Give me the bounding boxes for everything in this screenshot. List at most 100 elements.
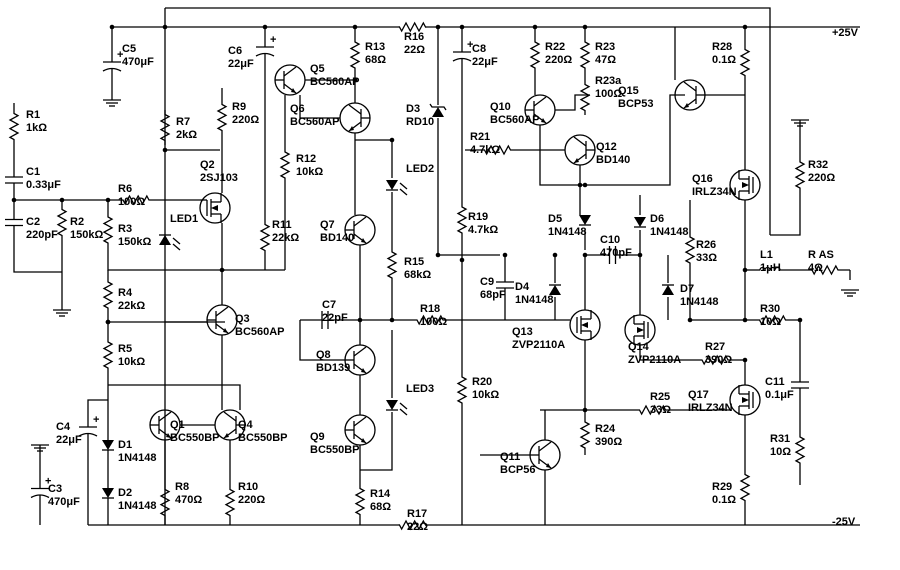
r2-resistor [56,200,68,245]
svg-text:+: + [467,39,473,51]
c11-capacitor [791,370,809,400]
r21-resistor [465,144,530,156]
r19-resistor [456,200,468,240]
r1-resistor [8,103,20,150]
q14-mosfet [624,314,656,346]
led2-label: LED2 [406,163,434,175]
c7-capacitor [300,311,350,329]
d7-diode [662,284,674,295]
svg-text:+: + [45,476,51,488]
led1-label: LED1 [170,213,198,225]
r8-resistor [159,480,171,525]
q8-transistor [344,344,376,376]
q2-mosfet [199,192,231,224]
c10-capacitor [585,246,640,264]
r24-resistor [579,420,591,450]
r9-resistor [216,95,228,140]
q7-transistor [344,214,376,246]
l1-inductor [759,266,781,271]
q6-transistor [339,102,371,134]
q10-transistor [524,94,556,126]
r6-resistor [112,194,160,206]
r20-resistor [456,370,468,410]
c1-capacitor [5,165,23,195]
r11-resistor [259,210,271,265]
led3-label: LED3 [406,383,434,395]
c2-capacitor [5,200,23,245]
r12-resistor [279,140,291,190]
r23a-resistor [579,80,591,115]
d3-zener [429,103,447,117]
led3-led [386,400,408,416]
q13-mosfet [569,309,601,341]
r17-resistor [398,519,427,531]
r7-resistor [159,110,171,145]
r22-resistor [529,35,541,75]
q9-transistor [344,414,376,446]
r25-resistor [615,404,690,416]
r28-resistor [739,40,751,85]
c4-capacitor: + [78,414,99,440]
r14-resistor [354,478,366,525]
r3-resistor [102,200,114,260]
r10-resistor [224,480,236,525]
d4-diode [549,284,561,295]
q11-transistor [529,439,561,471]
q16-mosfet [729,169,761,201]
q12-transistor [564,134,596,166]
led1-led [159,234,181,251]
r30-resistor [745,314,800,326]
q1-transistor [149,409,181,441]
q5-transistor [274,64,306,96]
r13-resistor [349,35,361,75]
ground-symbol [791,119,809,127]
components: +++++ [5,21,859,531]
